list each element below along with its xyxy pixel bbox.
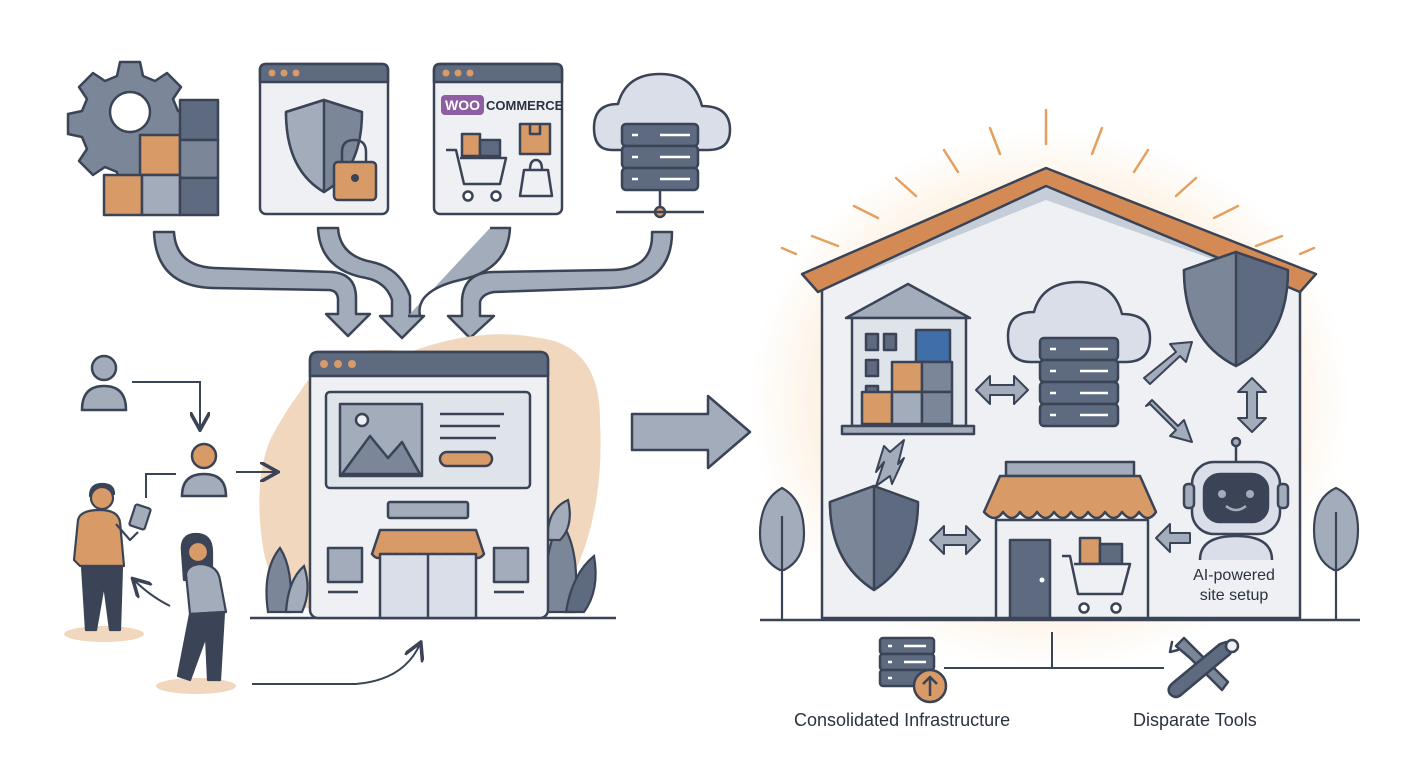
shadow-woman [156,678,236,694]
bottom-branch-lines [944,632,1164,669]
shield-lock-window-icon [258,62,390,216]
big-right-arrow [630,394,752,470]
wrench-screwdriver-icon [1167,636,1240,699]
shadow-man [64,626,144,642]
website-storefront-icon [308,350,550,620]
house-shield-top-icon [1182,250,1290,368]
trees-house [758,486,1360,620]
cloud-server-icon [592,72,732,219]
glow-rays [780,108,1316,256]
user-icon-top [80,354,128,412]
woocommerce-window-icon [432,62,564,216]
house-storefront-icon [982,460,1158,620]
disparate-tools-label: Disparate Tools [1133,710,1257,730]
building-puzzle-icon [840,282,976,436]
converging-arrows [152,226,674,340]
person-woman [176,532,228,682]
woocommerce-logo: WOO COMMERCE [441,94,563,116]
woo-logo-commerce: COMMERCE [486,97,564,113]
house-shield-left-icon [828,484,920,592]
plants-center [265,498,597,614]
user-icon-middle [180,442,228,498]
house-robot-icon [1182,436,1290,561]
ai-setup-line2: site setup [1199,587,1269,604]
people-connectors [132,381,420,685]
ai-setup-label: AI-powered site setup [1172,566,1296,606]
consolidated-infrastructure-label: Consolidated Infrastructure [794,710,1011,730]
woo-logo-brand: WOO [441,95,484,115]
person-man [72,482,152,632]
ai-setup-line1: AI-powered [1193,567,1275,584]
house-connector-arrows [875,341,1267,555]
gear-puzzle-icon [66,60,220,217]
house-cloud-server-icon [1006,280,1152,428]
server-upload-icon [878,636,948,704]
